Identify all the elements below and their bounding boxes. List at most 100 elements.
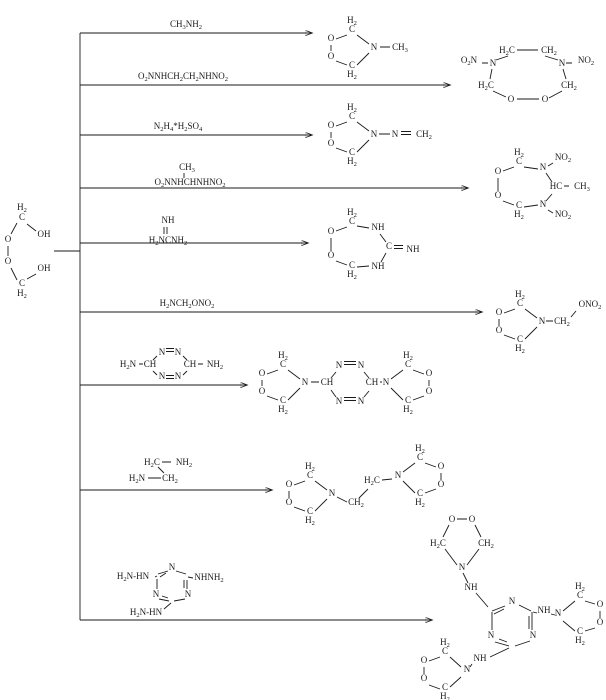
atom-label: O [542, 94, 549, 104]
atom-label: O [469, 514, 476, 524]
atom-label: N [509, 596, 516, 606]
product-2-bonds [482, 49, 572, 100]
atom-label: H2 [347, 156, 357, 168]
product-6-bonds [498, 308, 577, 340]
atom-label: NH2 [207, 359, 223, 371]
atom-label: C [442, 646, 448, 656]
atom-label: H2 [415, 497, 425, 509]
atom-label: N [175, 347, 182, 357]
atom-label: C [417, 452, 423, 462]
reagent-9-bonds [154, 570, 194, 610]
atom-label: O [597, 617, 604, 627]
atom-label: N [540, 162, 547, 172]
atom-label: H2 [440, 691, 450, 700]
atom-label: CH2 [561, 80, 577, 92]
atom-label: C [405, 359, 411, 369]
atom-label: O [421, 655, 428, 665]
atom-label: H2 [347, 269, 357, 281]
atom-label: H2 [515, 343, 525, 355]
atom-label: O [495, 190, 502, 200]
atom-label: C [349, 24, 355, 34]
atom-label: N [329, 488, 336, 498]
atom-label: C [349, 147, 355, 157]
reagent-formula: H2NCNH2 [149, 235, 188, 247]
atom-label: H2 [515, 289, 525, 301]
product-5-bonds [330, 225, 403, 268]
atom-label: O [328, 250, 335, 260]
atom-label: O [496, 325, 503, 335]
atom-label: N [530, 630, 537, 640]
atom-label: NO2 [555, 152, 571, 164]
atom-label: N [383, 377, 390, 387]
atom-label: C [349, 260, 355, 270]
product-1-bonds [330, 34, 390, 66]
atom-label: O [421, 673, 428, 683]
atom-label: H2 [403, 404, 413, 416]
reagent-formula: O2NNHCHNHNO2 [155, 177, 226, 189]
atom-label: N [459, 562, 466, 572]
atom-label: H2 [347, 69, 357, 81]
atom-label: O [438, 479, 445, 489]
atom-label: C [417, 488, 423, 498]
atom-label: NH [465, 582, 478, 592]
atom-label: O [328, 226, 335, 236]
atom-label: O [496, 307, 503, 317]
reagent-5-bonds [163, 227, 168, 234]
atom-label: N [371, 42, 378, 52]
atom-label: H2 [347, 102, 357, 114]
atom-label: O [328, 51, 335, 61]
atom-label: NH [407, 244, 420, 254]
product-7-bonds [261, 361, 430, 401]
atom-label: O [449, 514, 456, 524]
atom-label: CH2 [478, 538, 494, 550]
atom-label: C [577, 590, 583, 600]
atom-label: C [307, 470, 313, 480]
atom-label: O [426, 368, 433, 378]
atom-label: C [442, 682, 448, 692]
reagent-formula: CH3NH2 [170, 19, 202, 31]
atom-label: H2C [364, 475, 380, 487]
reagent-2: O2NNHCH2CH2NHNO2 [138, 71, 228, 83]
atom-label: H2C [499, 45, 515, 57]
atom-label: C [517, 298, 523, 308]
atom-label: NH [372, 222, 385, 232]
atom-label: O2N [461, 55, 478, 67]
atom-label: CH [321, 377, 334, 387]
atom-label: H2 [17, 202, 27, 214]
atom-label: H2 [514, 209, 524, 221]
atom-label: N [464, 664, 471, 674]
atom-label: CH [366, 377, 379, 387]
atom-label: C [280, 395, 286, 405]
atom-label: N [539, 316, 546, 326]
atom-label: CH [184, 359, 197, 369]
atom-label: NH [474, 653, 487, 663]
atom-label: H2N [120, 359, 137, 371]
atom-label: C [516, 200, 522, 210]
atom-label: N [302, 377, 309, 387]
atom-label: H2 [514, 147, 524, 159]
atom-label: N [358, 360, 365, 370]
reagent-formula: H2N-HN [117, 571, 150, 583]
reagent-8-bonds [148, 461, 171, 479]
atom-label: N [169, 562, 176, 572]
atom-label: C [517, 334, 523, 344]
atom-label: OH [38, 229, 51, 239]
atom-label: H2 [575, 581, 585, 593]
atom-label: HC [550, 181, 563, 191]
atom-label: H2 [305, 515, 315, 527]
atom-label: N [540, 199, 547, 209]
atom-label: NO2 [578, 55, 594, 67]
reagent-1: CH3NH2 [170, 19, 202, 31]
atom-label: O [286, 479, 293, 489]
reagent-formula: O2NNHCH2CH2NHNO2 [138, 71, 228, 83]
